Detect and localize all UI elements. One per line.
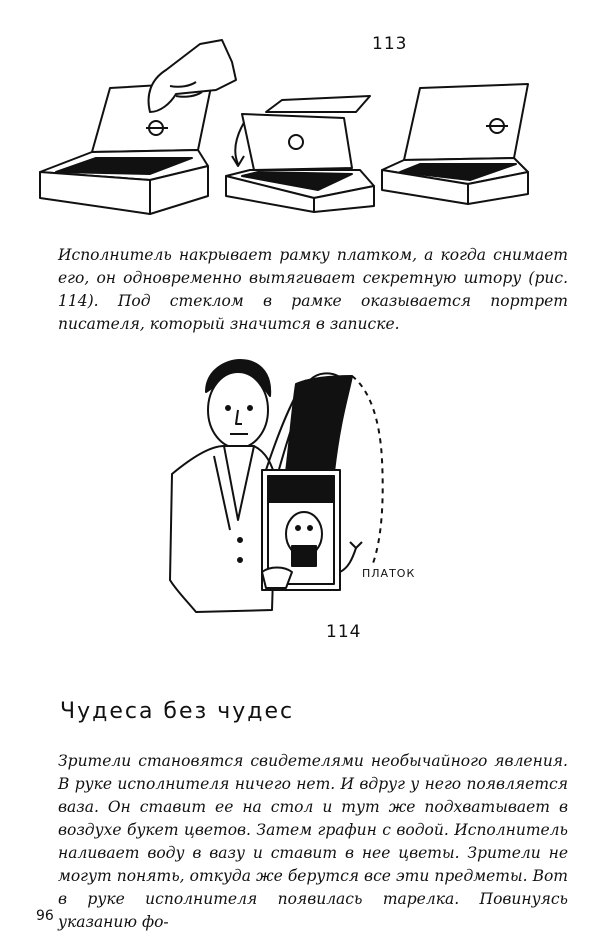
box-2-drawing	[225, 95, 375, 213]
hand-drawing	[147, 39, 237, 113]
magician-jacket	[169, 445, 277, 613]
curtain	[285, 375, 353, 473]
figure-114-label: 114	[326, 622, 362, 642]
platok-path	[351, 375, 384, 567]
box-3-drawing	[381, 83, 529, 205]
paragraph-1: Исполнитель накрывает рамку платком, а к…	[58, 246, 568, 333]
figure-113-illustration	[39, 39, 529, 215]
platok-label: ПЛАТОК	[362, 567, 416, 580]
lower-hand	[261, 566, 293, 589]
box-1-drawing	[39, 81, 213, 215]
section-title: Чудеса без чудес	[60, 699, 295, 724]
page-number: 96	[36, 908, 54, 924]
paragraph-2: Зрители становятся свидетелями необычайн…	[58, 752, 568, 931]
figure-113-label: 113	[372, 34, 408, 54]
figure-114-illustration	[169, 359, 384, 613]
